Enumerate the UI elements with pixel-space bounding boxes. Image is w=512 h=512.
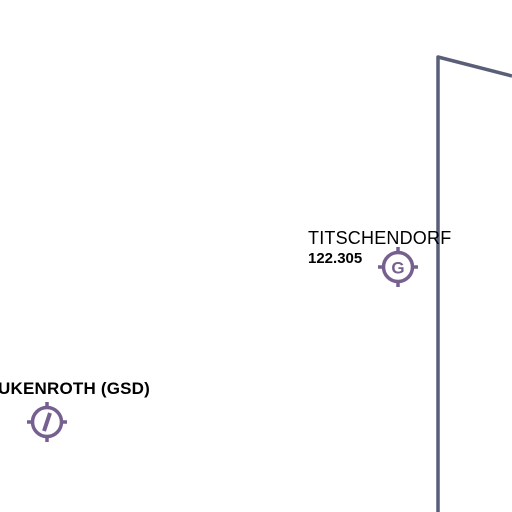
airfield-name-ukenroth[interactable]: UKENROTH (GSD) (0, 379, 151, 398)
airfield-runway-icon[interactable] (27, 402, 67, 442)
runway-bar (42, 412, 52, 432)
airfield-frequency-titschendorf: 122.305 (308, 250, 363, 267)
airfield-name-titschendorf[interactable]: TITSCHENDORF (308, 228, 452, 248)
airspace-boundary-line (436, 55, 512, 512)
glider-site-letter: G (391, 259, 404, 278)
glider-site-icon[interactable]: G (378, 247, 418, 287)
